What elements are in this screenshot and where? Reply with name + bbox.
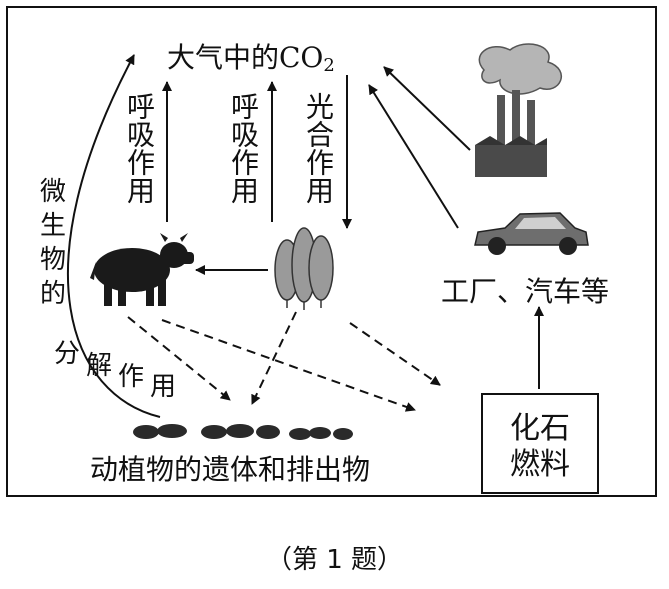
microbe-decomposition-label-e: 用 <box>150 374 176 400</box>
car-illustration <box>475 213 588 255</box>
plant-to-fossil-arrow <box>350 323 440 385</box>
respiration-label-plant: 呼吸作用 <box>227 92 260 204</box>
trees-illustration <box>275 228 333 310</box>
co2-subscript: 2 <box>323 55 334 76</box>
microbe-decomposition-label-b: 分 <box>54 341 80 367</box>
cow-illustration <box>90 233 194 306</box>
respiration-label-cow: 呼吸作用 <box>123 92 156 204</box>
cow-to-fossil-arrow <box>162 320 415 410</box>
factory-car-label: 工厂、汽车等 <box>441 278 609 306</box>
microbe-decomposition-label-c: 解 <box>86 353 112 379</box>
remains-label: 动植物的遗体和排出物 <box>90 456 370 484</box>
remains-piles-illustration <box>133 424 353 440</box>
co2-label: 大气中的CO2 <box>167 44 335 75</box>
fossil-fuel-label: 化石 燃料 <box>483 411 597 483</box>
fossil-fuel-box: 化石 燃料 <box>481 393 599 494</box>
figure-caption: （第 1 题） <box>0 539 669 576</box>
car-to-co2-arrow <box>369 85 458 228</box>
microbe-decomposition-label-a: 微生物的 <box>40 175 70 311</box>
photosynthesis-label: 光合作用 <box>302 92 335 204</box>
factory-illustration <box>475 44 561 177</box>
plant-to-remains-arrow <box>252 312 296 404</box>
microbe-decomposition-label-d: 作 <box>118 364 144 390</box>
factory-to-co2-arrow <box>384 67 470 150</box>
